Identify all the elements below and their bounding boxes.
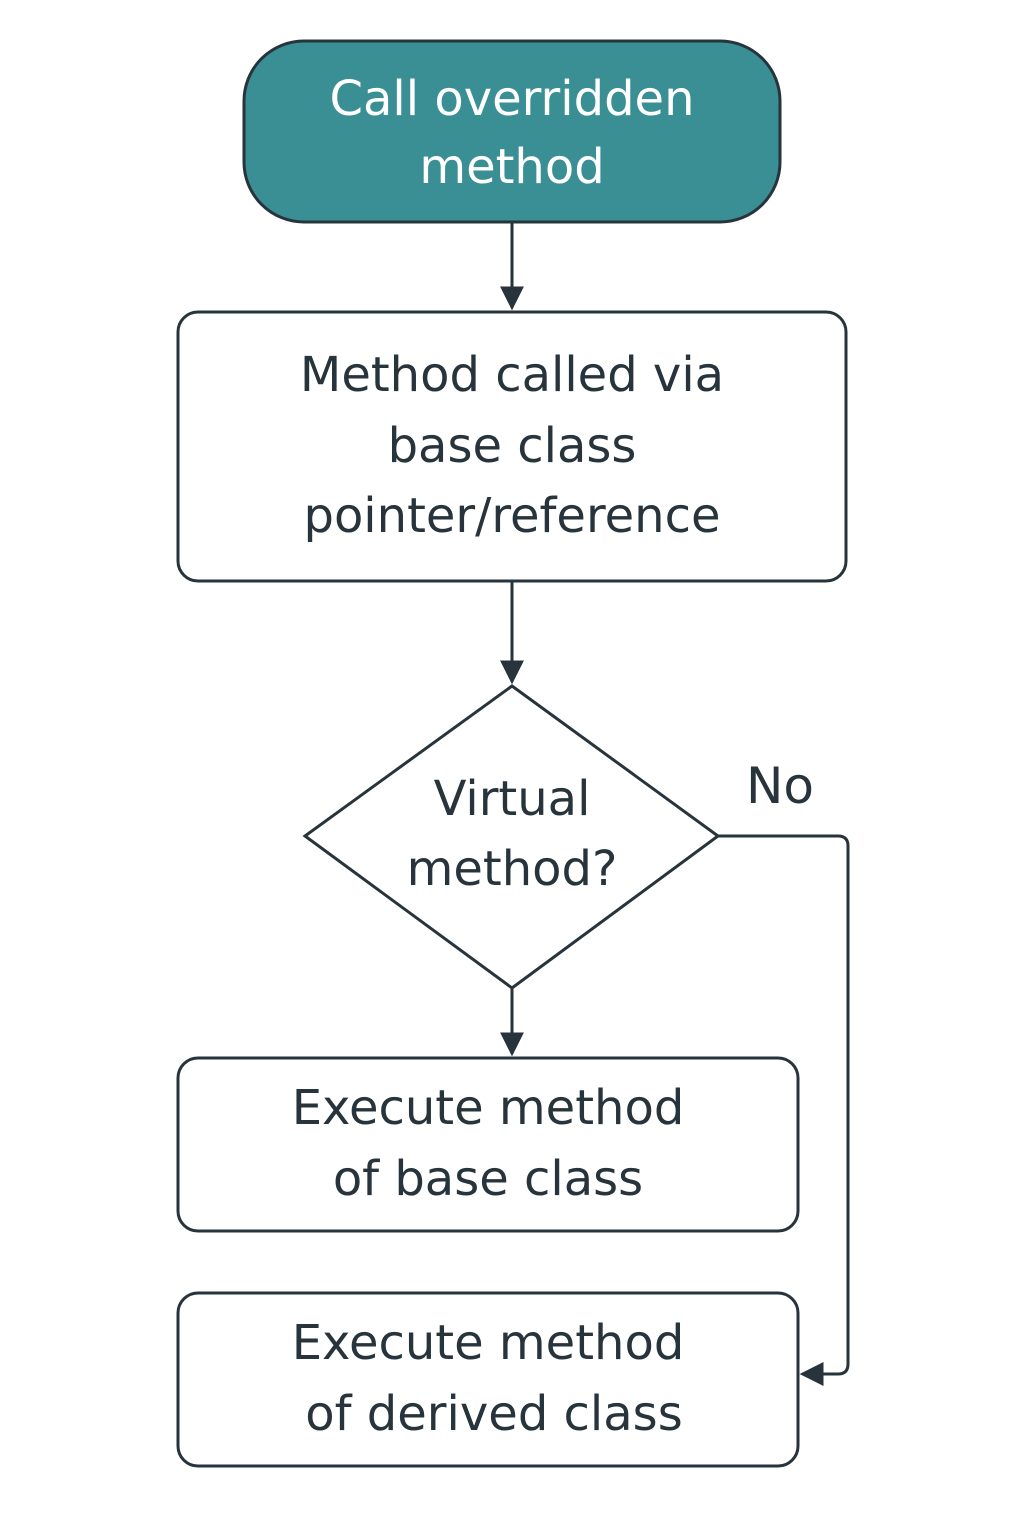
virtual-check-line-1: Virtual xyxy=(434,771,591,827)
node-call-via-base: Method called via base class pointer/ref… xyxy=(176,310,848,583)
call-via-base-line-3: pointer/reference xyxy=(303,488,720,544)
call-via-base-shape xyxy=(176,310,848,583)
start-label-line-2: method xyxy=(419,139,604,195)
exec-derived-line-2: of derived class xyxy=(305,1386,682,1442)
edge-decision-to-derived xyxy=(718,834,850,1386)
node-exec-base: Execute method of base class xyxy=(176,1056,800,1233)
edge-label-no: No xyxy=(746,757,814,815)
node-start: Call overridden method xyxy=(242,39,782,224)
exec-base-line-2: of base class xyxy=(333,1151,643,1207)
edges: No xyxy=(500,222,850,1386)
call-via-base-line-2: base class xyxy=(388,418,637,474)
exec-derived-line-1: Execute method xyxy=(292,1315,685,1371)
start-label-line-1: Call overridden xyxy=(329,71,694,127)
exec-base-line-1: Execute method xyxy=(292,1080,685,1136)
node-virtual-check: Virtual method? xyxy=(302,684,721,990)
exec-derived-shape xyxy=(176,1291,800,1468)
virtual-check-shape xyxy=(302,684,721,990)
virtual-check-line-2: method? xyxy=(407,841,618,897)
exec-base-shape xyxy=(176,1056,800,1233)
node-exec-derived: Execute method of derived class xyxy=(176,1291,800,1468)
call-via-base-line-1: Method called via xyxy=(300,347,724,403)
start-shape xyxy=(242,39,782,224)
